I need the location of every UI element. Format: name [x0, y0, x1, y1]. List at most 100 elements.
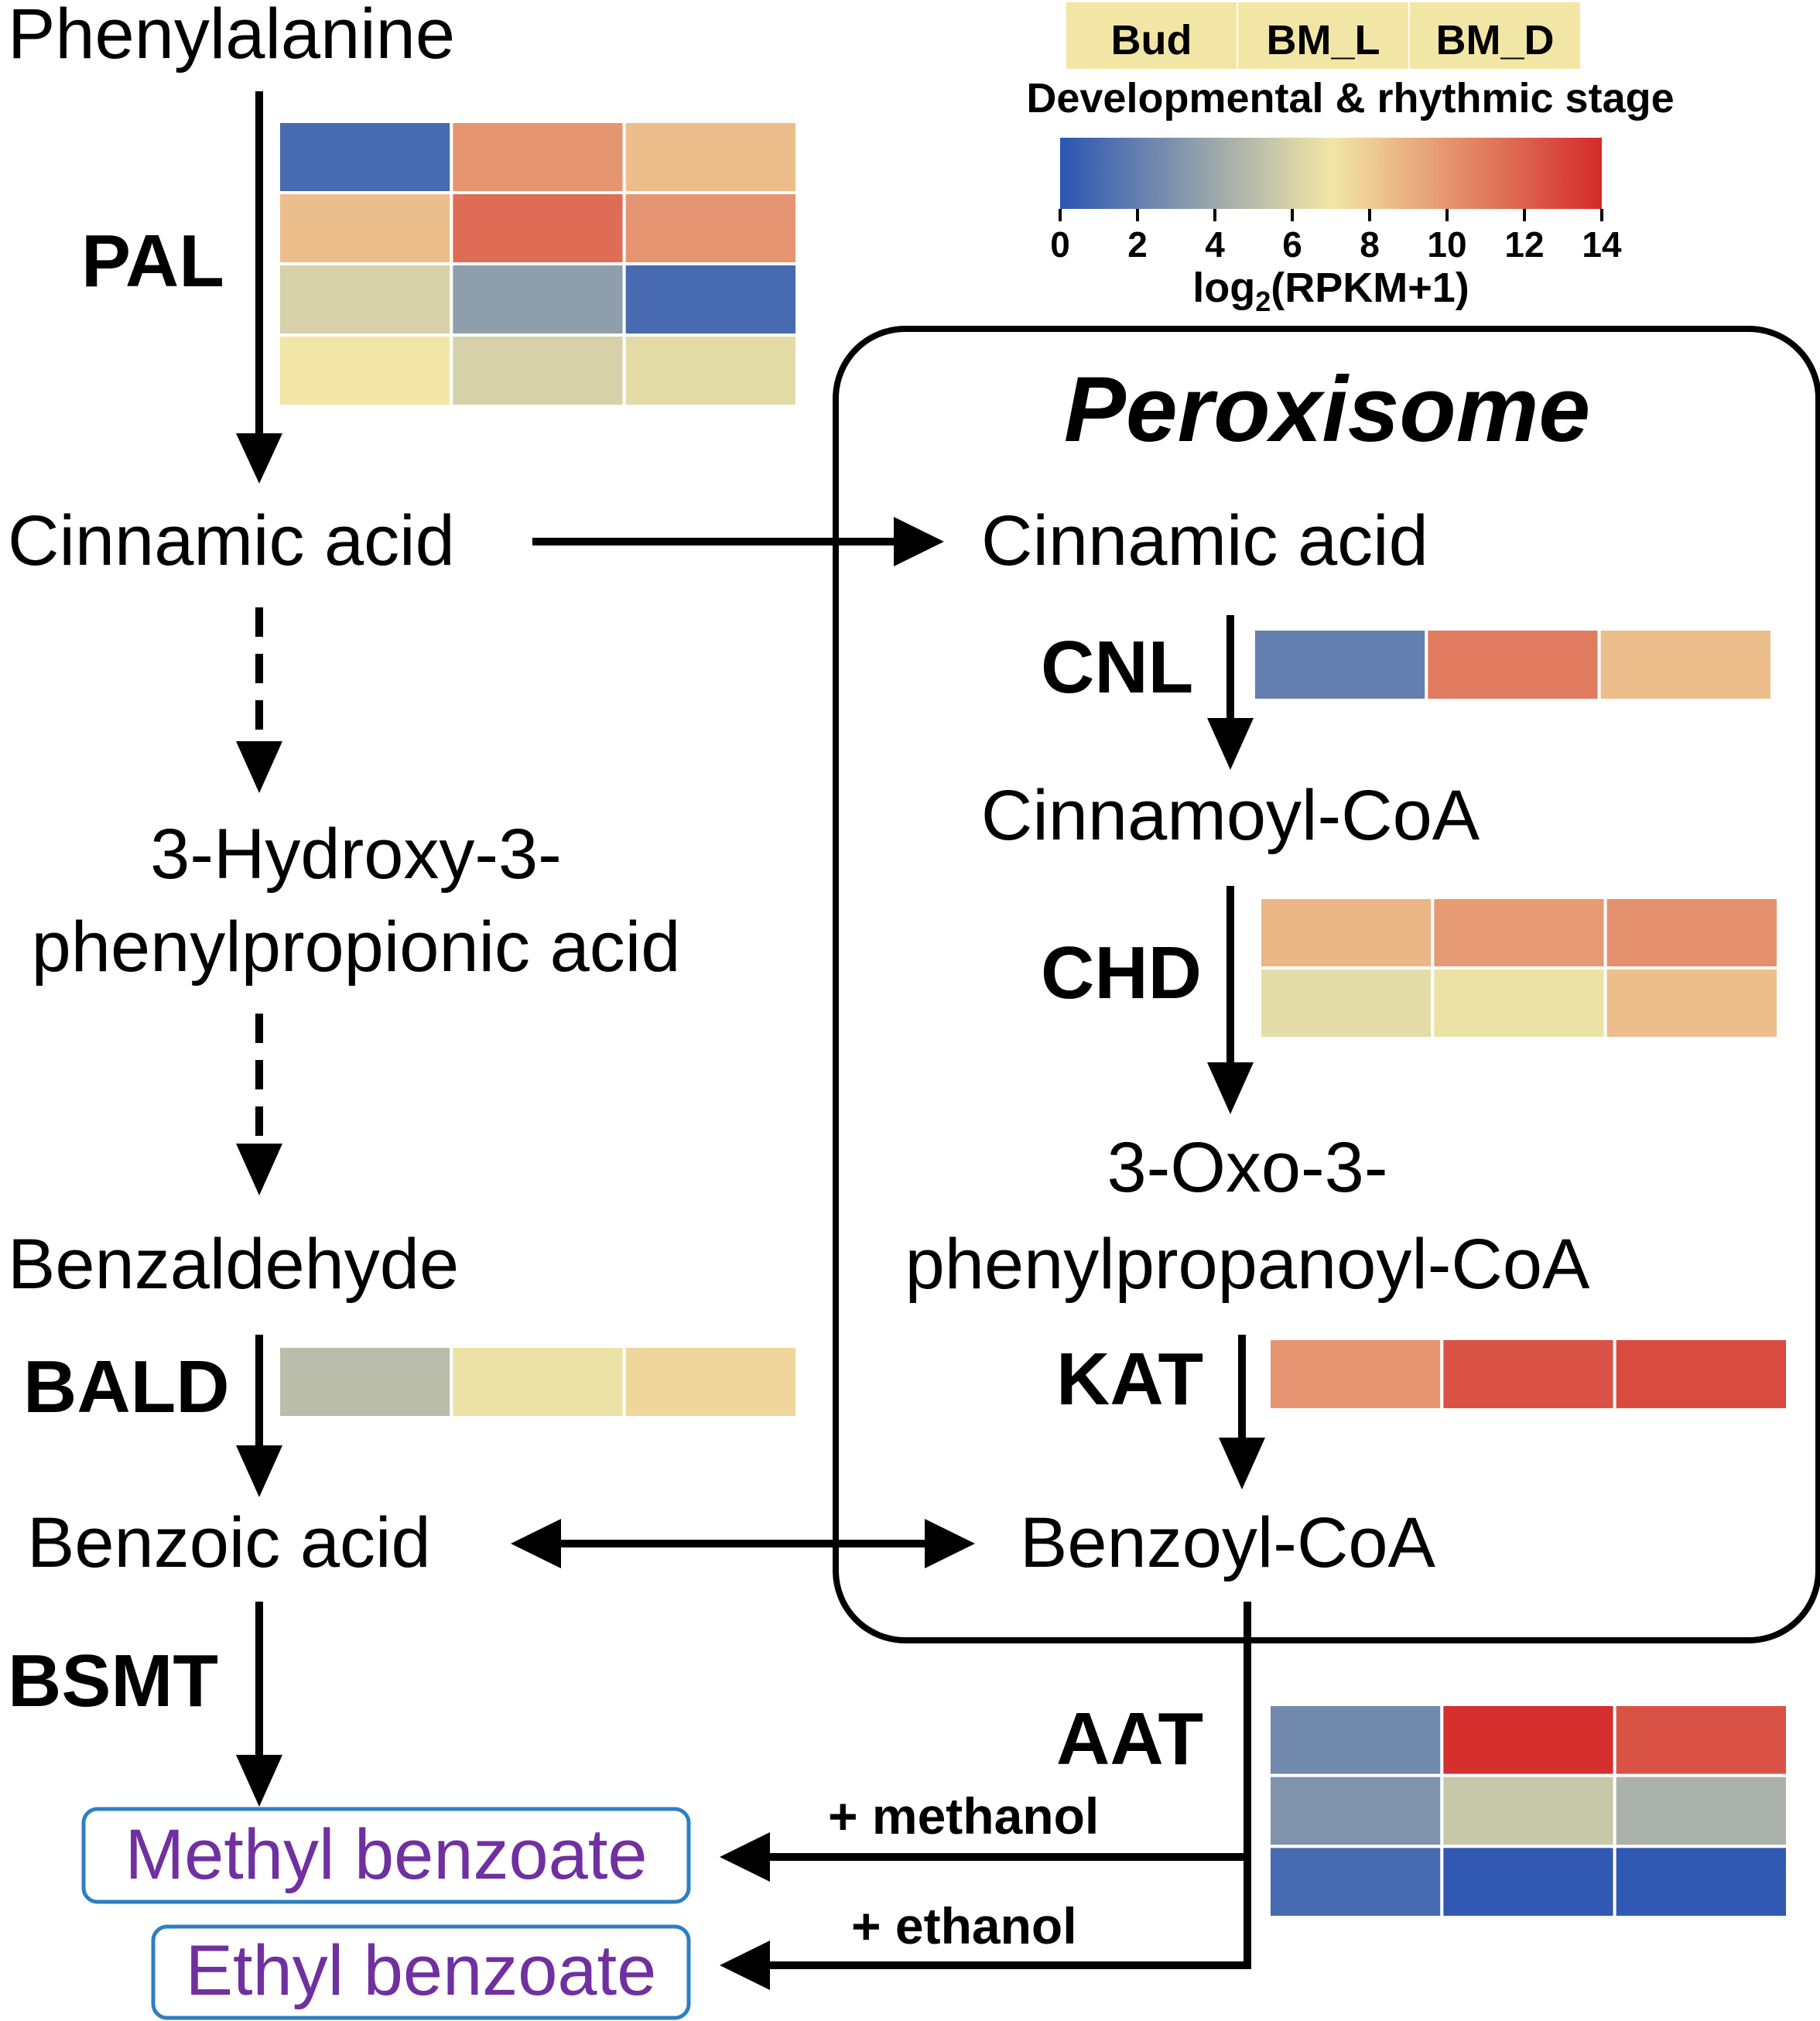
- heatmap-cell-bald-r0-c1: [450, 1345, 626, 1419]
- heatmap-cell-chd-r1-c0: [1258, 966, 1435, 1040]
- stage-box-bm-l: [1238, 2, 1408, 69]
- heatmap-cell-aat-r1-c2: [1613, 1773, 1790, 1848]
- scale-tick-label-3: 6: [1282, 224, 1302, 265]
- heatmap-cell-pal-r0-c1: [450, 120, 626, 194]
- stage-label-bm-d: BM_D: [1435, 17, 1554, 63]
- enzyme-chd: CHD: [1041, 932, 1202, 1014]
- arrowhead-methyl: [720, 1832, 770, 1882]
- metabolite-phenylalanine: Phenylalanine: [8, 0, 455, 74]
- heatmap-cell-pal-r3-c0: [277, 333, 453, 408]
- heatmap-pal: [277, 120, 799, 408]
- heatmap-cell-aat-r0-c2: [1613, 1703, 1790, 1777]
- enzyme-pal: PAL: [81, 220, 224, 303]
- heatmap-cell-pal-r0-c0: [277, 120, 453, 194]
- heatmap-cell-pal-r1-c1: [450, 191, 626, 265]
- heatmap-cell-pal-r2-c1: [450, 262, 626, 337]
- arrowhead-chd: [1207, 1062, 1254, 1114]
- arrowhead-bsmt: [236, 1755, 282, 1807]
- peroxisome-compartment: [833, 326, 1820, 1643]
- heatmap-cell-kat-r0-c0: [1268, 1337, 1444, 1411]
- enzyme-kat: KAT: [1056, 1338, 1203, 1421]
- heatmap-kat: [1268, 1337, 1790, 1411]
- arrowhead-benzoyl-right: [925, 1519, 975, 1568]
- heatmap-aat: [1268, 1703, 1790, 1919]
- heatmap-cell-aat-r0-c0: [1268, 1703, 1444, 1777]
- arrowhead-cinnamic-transport: [894, 517, 944, 566]
- arrowheads: [236, 433, 1265, 1990]
- arrows: [255, 91, 1251, 1969]
- cosubstrate-methanol: + methanol: [828, 1787, 1099, 1845]
- arrowhead-kat: [1219, 1438, 1265, 1489]
- heatmap-cell-pal-r2-c2: [622, 262, 799, 337]
- enzyme-aat: AAT: [1056, 1698, 1203, 1780]
- heatmap-cell-aat-r1-c1: [1440, 1773, 1616, 1848]
- heatmap-cell-aat-r2-c1: [1440, 1845, 1616, 1919]
- product-ethyl-benzoate: Ethyl benzoate: [186, 1931, 657, 2010]
- metabolite-cinnamic-acid-cytosol: Cinnamic acid: [8, 501, 455, 580]
- scale-tick-label-7: 14: [1582, 224, 1622, 265]
- heatmap-cell-pal-r1-c0: [277, 191, 453, 265]
- heatmap-cell-aat-r2-c0: [1268, 1845, 1444, 1919]
- product-box-methyl-benzoate: [81, 1807, 691, 1904]
- heatmap-cell-pal-r2-c0: [277, 262, 453, 337]
- heatmap-cell-kat-r0-c1: [1440, 1337, 1616, 1411]
- metabolite-benzoic-acid: Benzoic acid: [27, 1503, 431, 1582]
- heatmap-cell-pal-r3-c1: [450, 333, 626, 408]
- heatmap-cell-bald-r0-c2: [622, 1345, 799, 1419]
- metabolite-cinnamic-acid-peroxisome: Cinnamic acid: [981, 501, 1428, 580]
- arrowhead-cnl: [1207, 718, 1254, 770]
- metabolite-cinnamoyl-coa: Cinnamoyl-CoA: [981, 776, 1480, 855]
- heatmap-cell-pal-r1-c2: [622, 191, 799, 265]
- enzyme-cnl: CNL: [1041, 626, 1193, 709]
- scale-tick-label-1: 2: [1127, 224, 1148, 265]
- heatmap-cell-chd-r1-c1: [1431, 966, 1607, 1040]
- heatmap-cell-aat-r0-c1: [1440, 1703, 1616, 1777]
- heatmap-cell-aat-r1-c0: [1268, 1773, 1444, 1848]
- arrowhead-benzoic-left: [511, 1519, 561, 1568]
- metabolite-oxo-line2: phenylpropanoyl-CoA: [905, 1225, 1590, 1304]
- stage-box-bud: [1066, 2, 1237, 69]
- heatmap-cell-chd-r0-c2: [1603, 896, 1781, 969]
- scale-tick-label-5: 10: [1427, 224, 1466, 265]
- metabolite-oxo-line1: 3-Oxo-3-: [1107, 1128, 1388, 1207]
- scale-tick-label-4: 8: [1360, 224, 1380, 265]
- product-methyl-benzoate: Methyl benzoate: [125, 1815, 647, 1894]
- metabolite-benzoyl-coa: Benzoyl-CoA: [1020, 1503, 1436, 1582]
- scale-tick-label-2: 4: [1205, 224, 1225, 265]
- metabolite-hydroxy-line1: 3-Hydroxy-3-: [150, 815, 562, 894]
- arrowhead-pal: [236, 433, 282, 484]
- heatmap-cell-bald-r0-c0: [277, 1345, 453, 1419]
- heatmap-cell-aat-r2-c2: [1613, 1845, 1790, 1919]
- product-box-ethyl-benzoate: [151, 1924, 691, 2020]
- heatmap-cell-cnl-r0-c1: [1425, 628, 1601, 702]
- cosubstrate-ethanol: + ethanol: [851, 1897, 1077, 1954]
- metabolite-benzaldehyde: Benzaldehyde: [8, 1225, 459, 1304]
- color-scale-bar: [1060, 138, 1602, 209]
- heatmap-cell-chd-r1-c2: [1603, 966, 1781, 1040]
- metabolite-hydroxy-line2: phenylpropionic acid: [32, 908, 681, 987]
- heatmap-cell-kat-r0-c2: [1613, 1337, 1790, 1411]
- heatmap-bald: [277, 1345, 799, 1419]
- arrowhead-dashed-2: [236, 1144, 282, 1195]
- stage-label-bm-l: BM_L: [1267, 17, 1380, 63]
- heatmap-chd: [1258, 896, 1781, 1040]
- heatmap-cell-cnl-r0-c2: [1597, 628, 1774, 702]
- enzyme-bald: BALD: [23, 1346, 230, 1428]
- stage-legend-title: Developmental & rhythmic stage: [1026, 75, 1674, 121]
- heatmap-cnl: [1252, 628, 1774, 702]
- heatmap-cell-chd-r0-c1: [1431, 896, 1607, 969]
- heatmap-cell-cnl-r0-c0: [1252, 628, 1428, 702]
- arrowhead-ethyl: [720, 1941, 770, 1990]
- arrowhead-dashed-1: [236, 741, 282, 793]
- enzyme-bsmt: BSMT: [8, 1640, 218, 1722]
- heatmap-cell-pal-r0-c2: [622, 120, 799, 194]
- color-scale-label: log2(RPKM+1): [1192, 265, 1469, 317]
- arrowhead-bald: [236, 1445, 282, 1497]
- heatmap-cell-pal-r3-c2: [622, 333, 799, 408]
- stage-label-bud: Bud: [1111, 17, 1192, 63]
- scale-tick-label-0: 0: [1050, 224, 1070, 265]
- legend: Bud BM_L BM_D Developmental & rhythmic s…: [1026, 2, 1675, 317]
- heatmap-cell-chd-r0-c0: [1258, 896, 1435, 969]
